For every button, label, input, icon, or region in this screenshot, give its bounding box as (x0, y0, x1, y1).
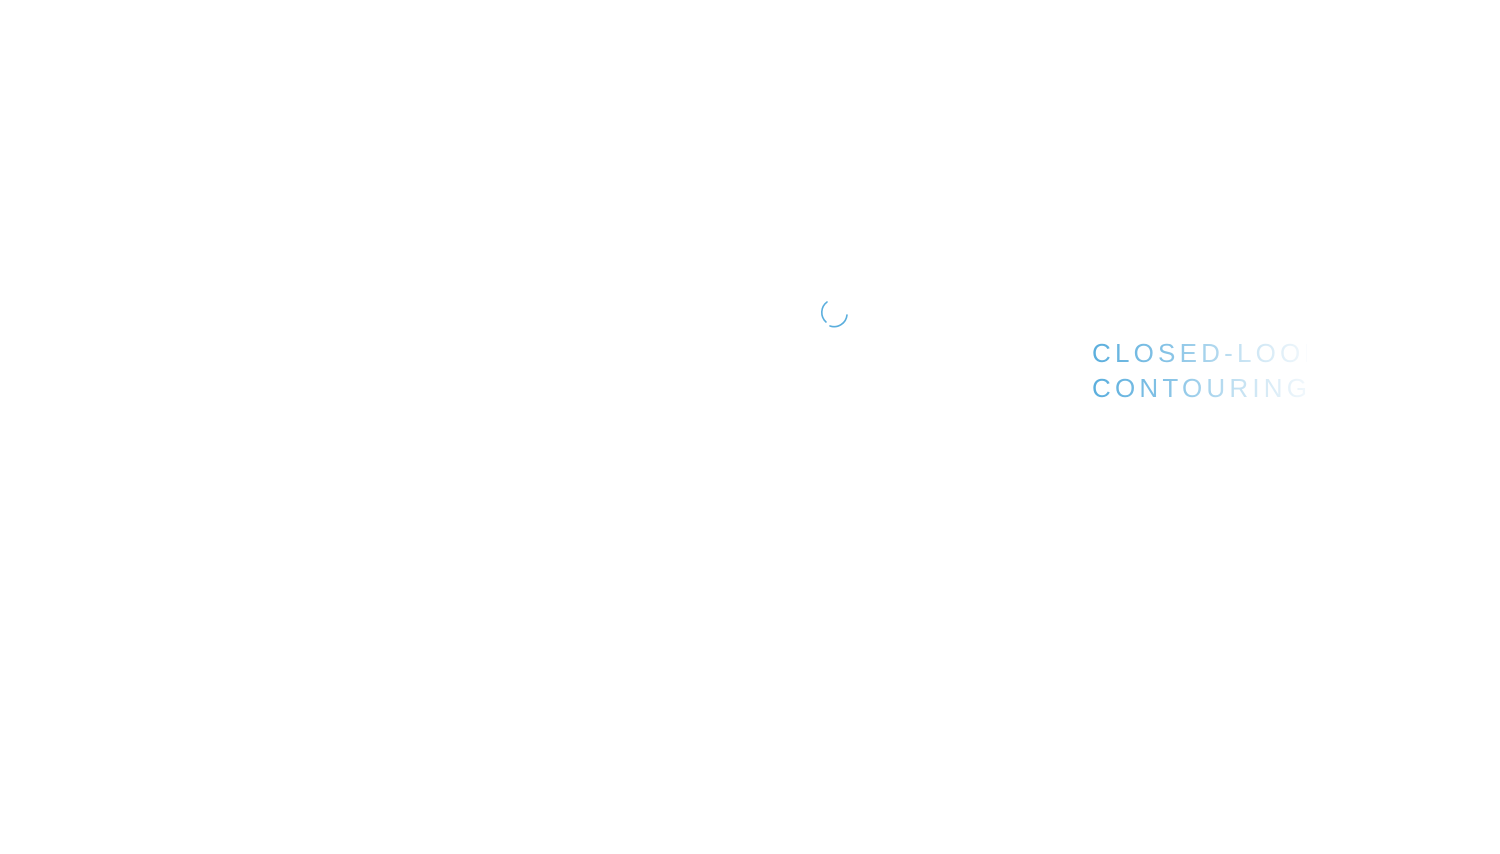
loading-spinner-icon (820, 301, 848, 328)
tagline-line-1: CLOSED-LOOP (1092, 336, 1322, 371)
tagline: CLOSED-LOOP CONTOURING (1092, 336, 1322, 406)
tagline-line-2: CONTOURING (1092, 371, 1307, 406)
